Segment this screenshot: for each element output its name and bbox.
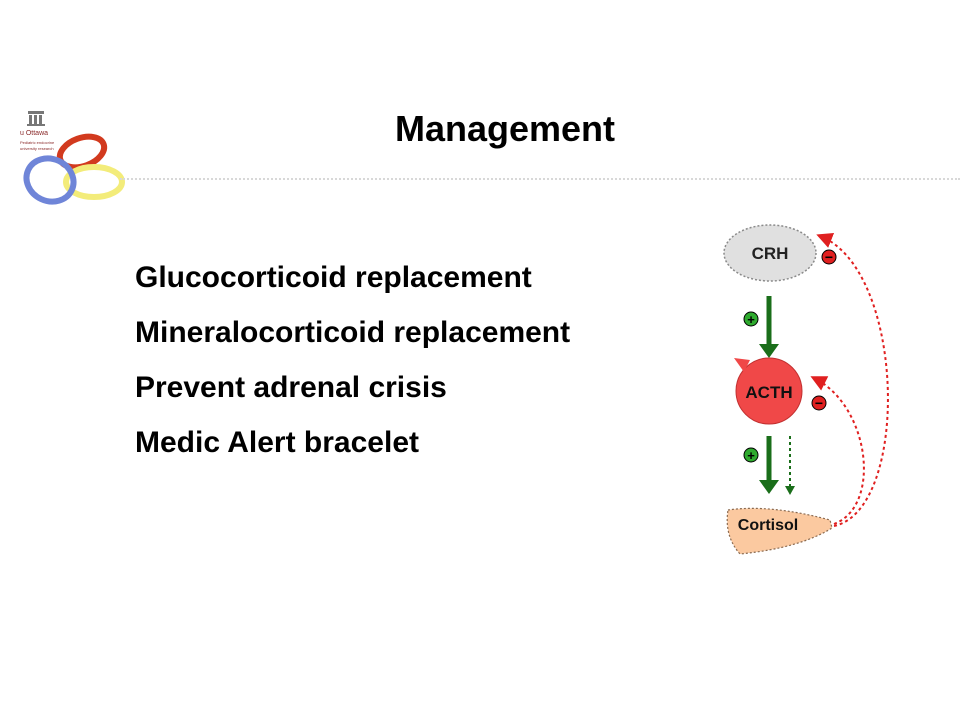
logo-graphic (23, 111, 125, 205)
plus-sign: + (747, 312, 755, 327)
bullet-item: Glucocorticoid replacement (135, 261, 532, 294)
crh-label: CRH (752, 244, 789, 263)
logo-subtext: Pediatric endocrine (20, 140, 55, 145)
minus-sign: − (815, 395, 823, 411)
crh-node (723, 224, 817, 282)
logo-subtext: university research (20, 146, 54, 151)
minus-icon (811, 395, 827, 411)
bullet-item: Prevent adrenal crisis (135, 371, 447, 404)
bullet-item: Mineralocorticoid replacement (135, 316, 571, 349)
bullet-item: Medic Alert bracelet (135, 426, 419, 459)
minus-icon (821, 249, 837, 265)
reduced-stimulation-arrow-head (785, 486, 795, 495)
feedback-arrow-to-crh (816, 233, 889, 527)
title-divider (120, 178, 960, 180)
plus-icon (743, 311, 759, 327)
feedback-arrow-to-acth (810, 376, 865, 525)
acth-node (735, 357, 803, 425)
building-icon (27, 111, 45, 126)
pituitary-stalk (734, 358, 750, 372)
stimulation-arrow-head (759, 344, 779, 358)
minus-sign: − (825, 249, 833, 265)
cortisol-label: Cortisol (738, 517, 798, 534)
stimulation-arrow-head (759, 480, 779, 494)
university-logo: u Ottawa Pediatric endocrine university … (14, 106, 134, 216)
bullet-list: Glucocorticoid replacement Mineralocorti… (135, 258, 570, 478)
cortisol-node (726, 507, 833, 555)
plus-sign: + (747, 448, 755, 463)
acth-label: ACTH (745, 383, 792, 402)
slide-title: Management (394, 108, 616, 149)
plus-icon (743, 447, 759, 463)
hpa-axis-diagram: CRH + ACTH + Cortisol − − (723, 224, 889, 555)
logo-name: u Ottawa (20, 130, 49, 137)
